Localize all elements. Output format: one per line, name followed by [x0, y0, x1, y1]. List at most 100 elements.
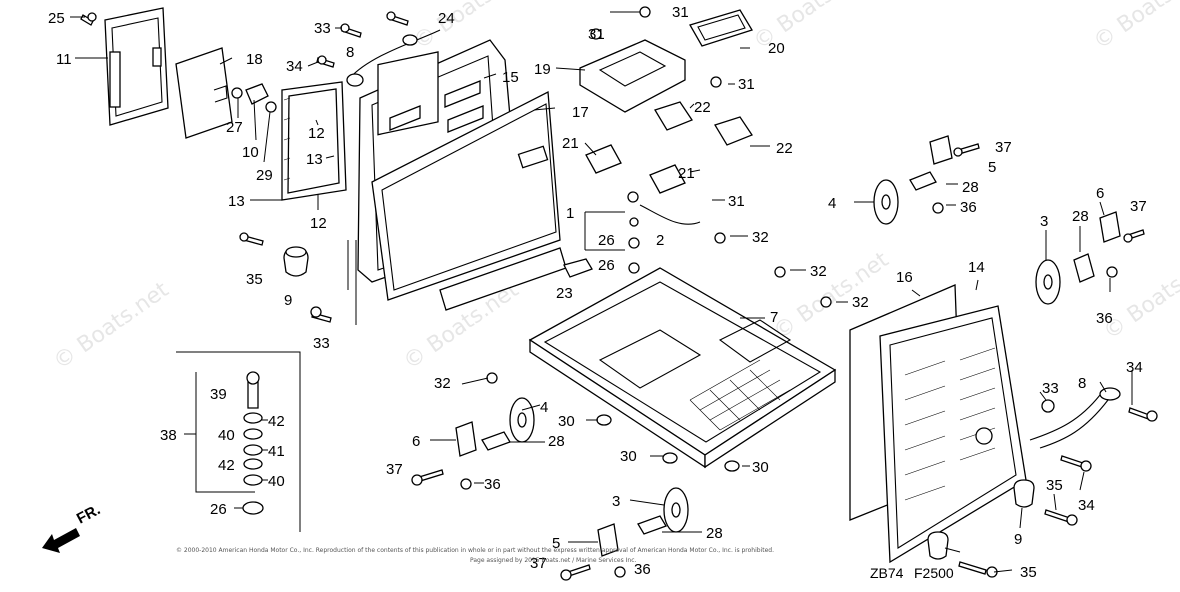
part-label: 31: [738, 76, 755, 93]
part-label: 12: [308, 125, 325, 142]
base-frame-part: [528, 267, 837, 469]
part-label: 8: [346, 44, 354, 61]
part-label: 34: [1126, 359, 1143, 376]
part-label: 16: [896, 269, 913, 286]
part-label: 26: [598, 232, 615, 249]
part-label: 20: [768, 40, 785, 57]
wheel-part: [509, 179, 1061, 533]
part-label: 35: [1046, 477, 1063, 494]
part-label: 36: [1096, 310, 1113, 327]
part-label: 11: [56, 51, 72, 68]
part-label: 30: [558, 413, 575, 430]
door-panel-part: [104, 7, 169, 126]
part-label: 8: [1078, 375, 1086, 392]
part-label: 21: [562, 135, 579, 152]
part-label: 33: [313, 335, 330, 352]
part-label: 4: [828, 195, 836, 212]
part-label: 38: [160, 427, 177, 444]
part-label: 35: [246, 271, 263, 288]
control-panel-part: [371, 90, 567, 311]
part-label: 25: [48, 10, 65, 27]
part-label: 4: [540, 399, 548, 416]
part-label: 28: [706, 525, 723, 542]
page-note: Page assigned by 2015 Boats.net / Marine…: [470, 557, 636, 564]
part-label: 31: [728, 193, 745, 210]
part-label: 39: [210, 386, 227, 403]
part-label: 24: [438, 10, 455, 27]
part-label: 30: [752, 459, 769, 476]
leader-lines: [70, 11, 1133, 573]
part-label: 12: [310, 215, 327, 232]
direction-label: FR.: [74, 501, 103, 527]
part-label: 19: [534, 61, 551, 78]
part-label: 9: [284, 292, 292, 309]
part-label: 10: [242, 144, 259, 161]
part-label: 34: [1078, 497, 1095, 514]
part-label: 37: [1130, 198, 1147, 215]
part-label: 28: [1072, 208, 1089, 225]
figure-number: F2500: [914, 565, 954, 581]
part-label: 40: [268, 473, 285, 490]
watermark: © Boats.net: [1089, 0, 1180, 55]
part-label: 37: [386, 461, 403, 478]
part-label: 28: [548, 433, 565, 450]
part-label: 28: [962, 179, 979, 196]
part-label: 42: [218, 457, 235, 474]
part-label: 21: [678, 165, 695, 182]
part-label: 40: [218, 427, 235, 444]
part-label: 36: [960, 199, 977, 216]
part-label: 27: [226, 119, 243, 136]
part-label: 36: [634, 561, 651, 578]
part-label: 37: [995, 139, 1012, 156]
part-label: 32: [852, 294, 869, 311]
part-labels: 25 11 18 33 8 24 34 15 27 10 12 13 29 13…: [48, 4, 1147, 581]
part-label: 5: [988, 159, 996, 176]
inset-box: [176, 351, 301, 532]
part-label: 41: [268, 443, 285, 460]
watermark: © Boats.net: [1099, 247, 1180, 345]
part-label: 29: [256, 167, 273, 184]
part-label: 14: [968, 259, 985, 276]
part-label: 42: [268, 413, 285, 430]
part-label: 26: [598, 257, 615, 274]
part-label: 1: [566, 205, 574, 222]
part-label: 3: [1040, 213, 1048, 230]
part-label: 35: [1020, 564, 1037, 581]
watermark: © Boats.net: [409, 0, 534, 55]
watermark: © Boats.net: [49, 277, 174, 375]
part-label: 31: [672, 4, 689, 21]
copyright-text: © 2000-2010 American Honda Motor Co., In…: [176, 547, 774, 554]
part-label: 34: [286, 58, 303, 75]
part-label: 9: [1014, 531, 1022, 548]
part-label: 33: [1042, 380, 1059, 397]
part-label: 6: [1096, 185, 1104, 202]
part-label: 32: [434, 375, 451, 392]
part-label: 23: [556, 285, 573, 302]
figure-code: ZB74: [870, 565, 904, 581]
part-label: 32: [810, 263, 827, 280]
part-label: 13: [228, 193, 245, 210]
part-label: 26: [210, 501, 227, 518]
part-label: 15: [502, 69, 519, 86]
part-label: 6: [412, 433, 420, 450]
part-label: 5: [552, 535, 560, 552]
part-label: 32: [752, 229, 769, 246]
part-label: 22: [776, 140, 793, 157]
part-label: 31: [588, 26, 605, 43]
part-label: 3: [612, 493, 620, 510]
gasket-frame-part: [281, 81, 347, 201]
part-label: 30: [620, 448, 637, 465]
part-label: 33: [314, 20, 331, 37]
part-label: 37: [530, 555, 547, 572]
part-label: 7: [770, 309, 778, 326]
part-label: 2: [656, 232, 664, 249]
part-label: 17: [572, 104, 589, 121]
front-direction-arrow: FR.: [42, 501, 103, 553]
plate-part: [175, 47, 233, 139]
side-panel-part: [849, 284, 1027, 564]
part-label: 22: [694, 99, 711, 116]
part-label: 18: [246, 51, 263, 68]
part-label: 13: [306, 151, 323, 168]
part-label: 36: [484, 476, 501, 493]
